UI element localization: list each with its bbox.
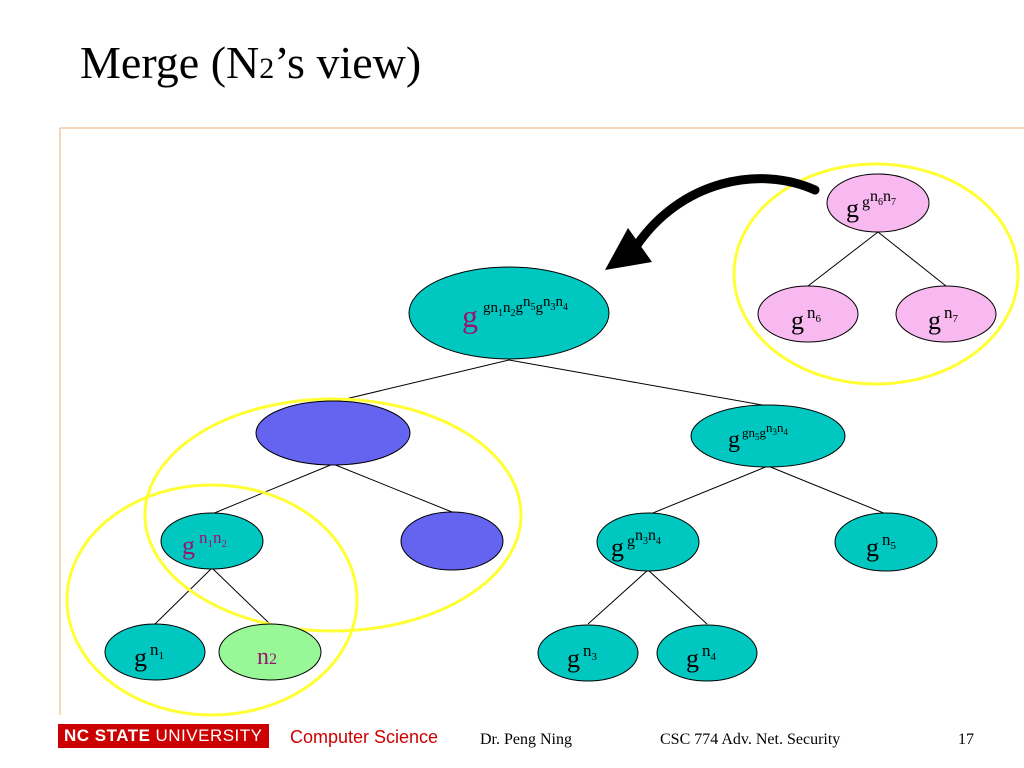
svg-text:n7: n7 [944,303,959,325]
svg-text:g: g [928,306,941,335]
node-root: g gn1n2gn5gn3n4 [408,266,610,360]
node-gn7: g n7 [895,285,997,343]
node-n2-leaf: n2 [218,623,322,681]
node-left-mid-right [400,511,504,571]
svg-text:g: g [686,644,699,673]
highlight-ring-n1n2-subtree [65,483,359,717]
svg-text:n5: n5 [882,530,897,552]
svg-text:n2: n2 [257,644,277,670]
svg-text:n6: n6 [807,303,822,325]
page-number: 17 [958,731,974,748]
svg-text:g: g [567,644,580,673]
node-gn5: g n5 [834,512,938,572]
node-gn3: g n3 [537,624,639,682]
svg-text:gn6n7: gn6n7 [862,188,896,211]
node-gn1: g n1 [104,623,206,681]
svg-text:n1n2: n1n2 [199,528,227,550]
department-name: Computer Science [290,727,439,747]
curved-arrow-icon [605,174,820,270]
svg-text:g: g [462,298,478,334]
node-gn6: g n6 [757,285,859,343]
svg-text:g: g [611,533,624,562]
svg-text:n3: n3 [583,641,598,663]
svg-text:gn3n4: gn3n4 [627,527,661,550]
tree-edges [154,231,947,625]
svg-text:n1: n1 [150,640,164,662]
footer-author: Dr. Peng Ning [480,731,572,748]
node-n1n2: g n1n2 [160,512,264,570]
svg-text:gn1n2gn5gn3n4: gn1n2gn5gn3n4 [483,294,568,319]
footer-course: CSC 774 Adv. Net. Security [660,731,841,748]
svg-text:g: g [134,643,147,672]
node-n6n7: g gn6n7 [826,173,930,233]
highlight-ring-left-subtree [143,397,523,633]
svg-text:g: g [791,306,804,335]
node-gn4: g n4 [656,624,758,682]
svg-text:g: g [182,531,195,560]
svg-text:n4: n4 [702,641,717,663]
highlight-ring-n6n7-subtree [732,162,1020,386]
svg-text:g: g [866,533,879,562]
node-n3n4: g gn3n4 [596,512,700,572]
node-left-mid [255,400,411,466]
svg-text:gn5gn3n4: gn5gn3n4 [742,420,789,442]
svg-text:g: g [728,427,740,453]
node-right-mid: g gn5gn3n4 [690,404,846,468]
svg-text:g: g [846,194,859,223]
slide-title: Merge (N2’s view) [80,37,422,88]
